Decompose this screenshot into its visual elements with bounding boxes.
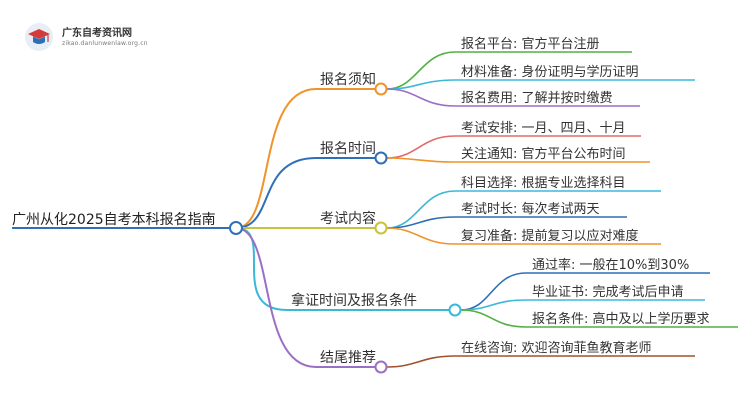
branch-label: 报名须知 xyxy=(320,72,376,88)
leaf-connector xyxy=(386,135,456,159)
branch-connector xyxy=(235,227,317,368)
leaf-connector xyxy=(386,227,456,245)
branch-label: 结尾推荐 xyxy=(320,350,376,366)
leaf-connector xyxy=(386,88,456,107)
leaf-label: 在线咨询: 欢迎咨询菲鱼教育老师 xyxy=(461,341,652,356)
leaf-connector xyxy=(460,272,527,311)
branch-node-circle xyxy=(374,151,388,165)
branch-node-circle xyxy=(374,82,388,96)
leaf-label: 报名条件: 高中及以上学历要求 xyxy=(532,312,710,327)
leaf-label: 通过率: 一般在10%到30% xyxy=(532,258,690,273)
site-logo[interactable]: 广东自考资讯网 zikao.danlunwenlaw.org.cn xyxy=(24,20,164,54)
leaf-connector xyxy=(460,309,527,328)
leaf-label: 复习准备: 提前复习以应对难度 xyxy=(461,229,639,244)
branch-connector xyxy=(235,157,317,229)
leaf-label: 考试安排: 一月、四月、十月 xyxy=(461,121,626,136)
leaf-label: 考试时长: 每次考试两天 xyxy=(461,202,600,217)
leaf-connector xyxy=(386,51,456,90)
root-node-circle xyxy=(229,221,243,235)
root-topic: 广州从化2025自考本科报名指南 xyxy=(12,212,216,228)
branch-node-circle xyxy=(374,360,388,374)
logo-subtitle: zikao.danlunwenlaw.org.cn xyxy=(62,40,148,47)
branch-label: 考试内容 xyxy=(320,211,376,227)
branch-label: 拿证时间及报名条件 xyxy=(291,293,417,309)
leaf-connector xyxy=(386,157,456,163)
leaf-connector xyxy=(386,355,456,368)
branch-node-circle xyxy=(448,303,462,317)
leaf-label: 材料准备: 身份证明与学历证明 xyxy=(461,65,639,80)
branch-node-circle xyxy=(374,221,388,235)
branch-connector xyxy=(235,88,317,229)
logo-title: 广东自考资讯网 xyxy=(62,28,132,39)
branch-label: 报名时间 xyxy=(320,141,376,157)
leaf-label: 关注通知: 官方平台公布时间 xyxy=(461,147,626,162)
leaf-label: 科目选择: 根据专业选择科目 xyxy=(461,176,626,191)
leaf-label: 毕业证书: 完成考试后申请 xyxy=(532,285,684,300)
leaf-label: 报名费用: 了解并按时缴费 xyxy=(461,91,613,106)
leaf-label: 报名平台: 官方平台注册 xyxy=(461,37,600,52)
graduation-cap-icon xyxy=(25,23,53,51)
leaf-connector xyxy=(386,190,456,229)
